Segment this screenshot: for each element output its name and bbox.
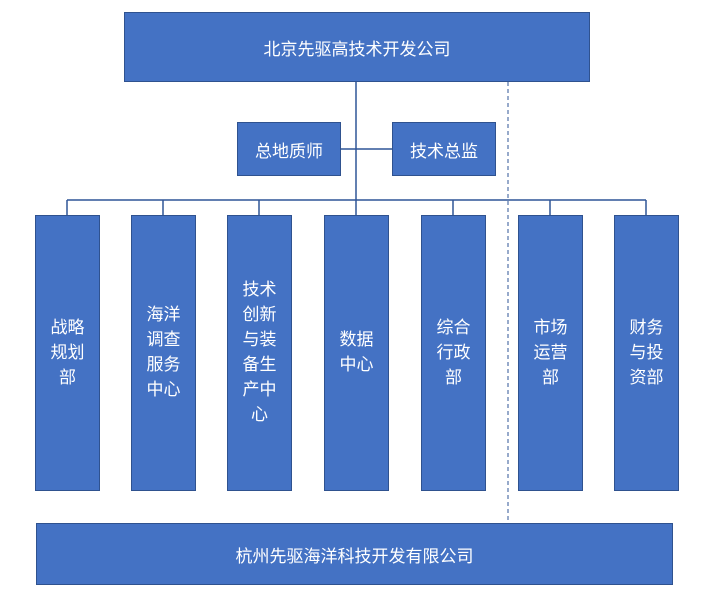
department-label: 战略规划部 (50, 317, 85, 388)
advisor-box-chief-geologist: 总地质师 (237, 122, 341, 176)
top-company-box: 北京先驱高技术开发公司 (124, 12, 590, 82)
department-box-marketing: 市场运营部 (518, 215, 583, 491)
top-company-label: 北京先驱高技术开发公司 (263, 39, 451, 60)
department-label: 数据中心 (339, 330, 374, 375)
department-box-data-center: 数据中心 (324, 215, 389, 491)
department-label: 市场运营部 (533, 317, 568, 388)
department-box-strategy: 战略规划部 (35, 215, 100, 491)
department-label: 财务与投资部 (629, 317, 664, 388)
advisor-label: 总地质师 (255, 141, 323, 162)
bottom-company-label: 杭州先驱海洋科技开发有限公司 (235, 546, 474, 567)
bottom-company-box: 杭州先驱海洋科技开发有限公司 (36, 523, 673, 585)
advisor-box-technical-director: 技术总监 (392, 122, 496, 176)
department-label: 技术创新与装备生产中心 (242, 280, 277, 425)
department-box-ocean-survey: 海洋调查服务中心 (131, 215, 196, 491)
department-label: 海洋调查服务中心 (146, 305, 181, 400)
department-box-finance: 财务与投资部 (614, 215, 679, 491)
department-label: 综合行政部 (436, 317, 471, 388)
advisor-label: 技术总监 (410, 141, 478, 162)
department-box-tech-innovation: 技术创新与装备生产中心 (227, 215, 292, 491)
department-box-admin: 综合行政部 (421, 215, 486, 491)
